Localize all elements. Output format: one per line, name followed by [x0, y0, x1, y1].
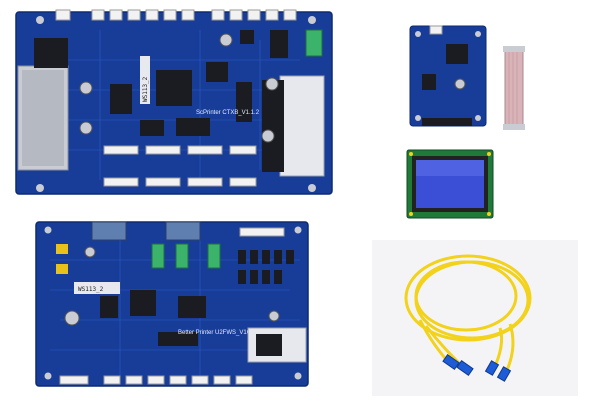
board-bottom-silkscreen: Better Printer U2FWS_V102 — [178, 330, 254, 336]
fiber-cable-panel — [372, 240, 578, 396]
lcd-module-icon — [406, 149, 494, 219]
small-interface-board — [409, 25, 487, 127]
fiber-optic-cable-icon — [404, 254, 532, 373]
main-board-top: WS113_2 ScPrinter CTXB_V1.1.2 — [15, 9, 333, 195]
board-top-silkscreen: ScPrinter CTXB_V1.1.2 — [196, 110, 260, 116]
board-bottom-label: WS113_2 — [78, 286, 104, 293]
board-top-label: WS113_2 — [142, 76, 149, 102]
main-board-bottom: WS113_2 Better Printer U2FWS_V102 — [35, 221, 309, 387]
flat-ribbon-cable-icon — [503, 46, 525, 130]
